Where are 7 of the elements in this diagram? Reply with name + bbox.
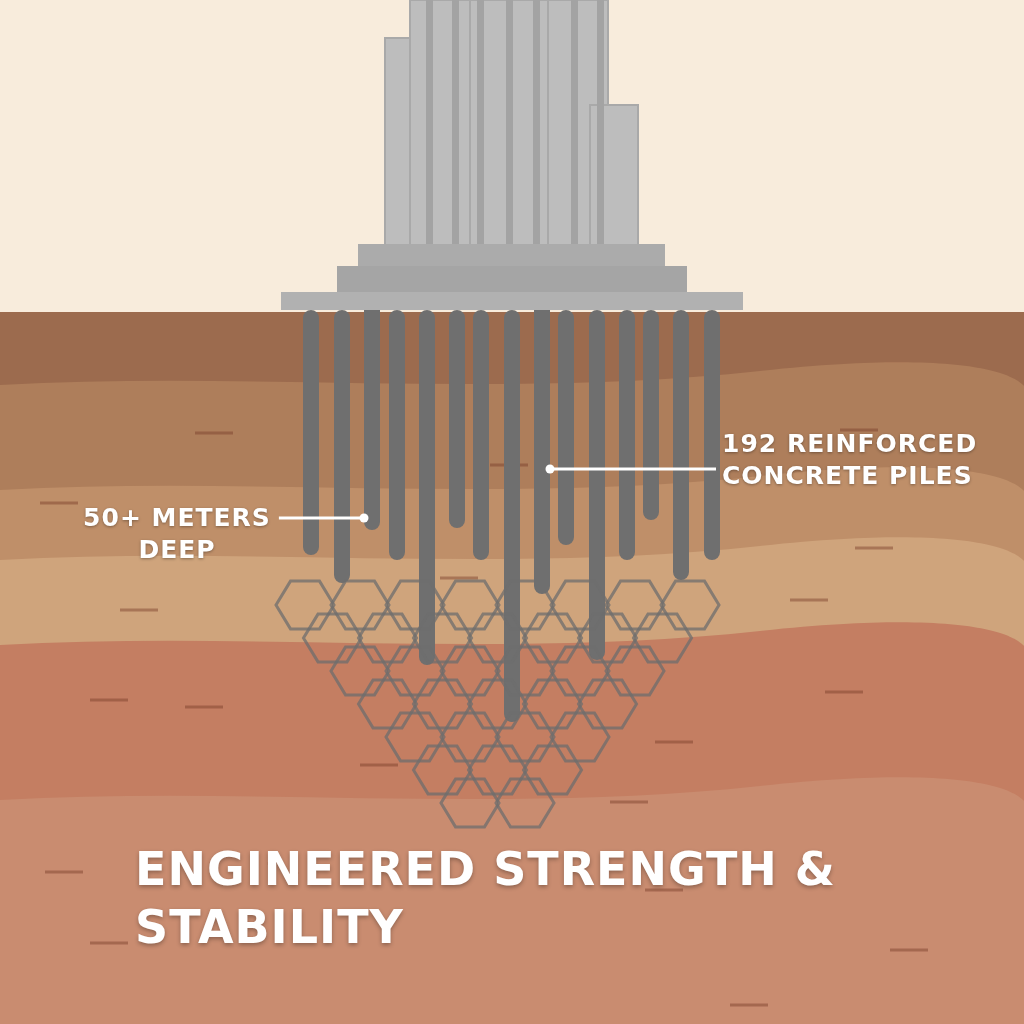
concrete-pile: [364, 310, 380, 530]
callout-text: 50+ METERS DEEP: [62, 502, 292, 566]
concrete-pile: [534, 310, 550, 594]
title: ENGINEERED STRENGTH & STABILITY: [135, 841, 837, 956]
callout-text: 192 REINFORCED CONCRETE PILES: [722, 428, 982, 492]
leader-line: [545, 464, 716, 474]
leader-line: [278, 513, 369, 523]
